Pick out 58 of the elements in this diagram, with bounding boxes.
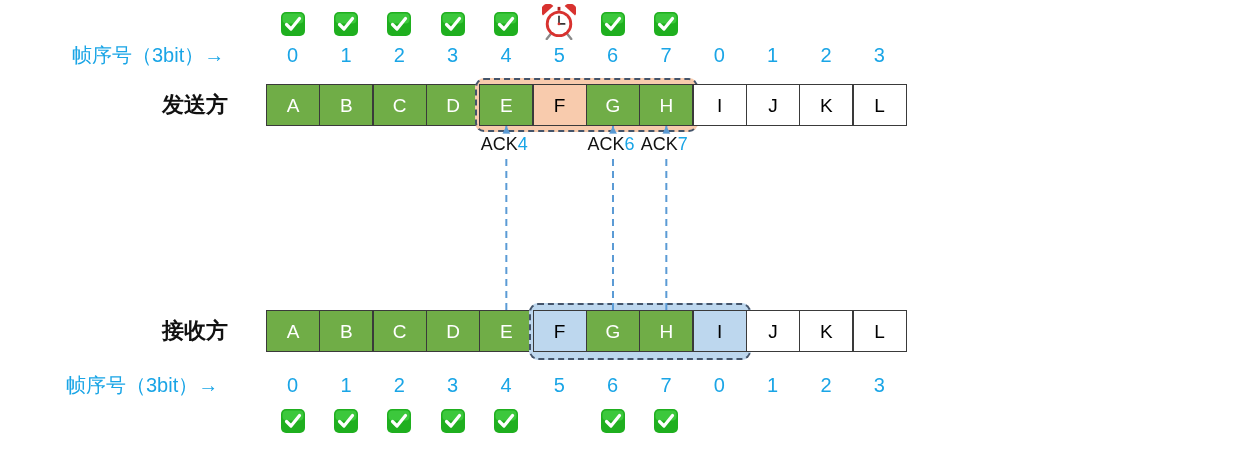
frame-cell: H [639,84,694,126]
frame-cell: C [372,84,427,126]
sequence-number: 3 [873,373,885,397]
frame-cell: I [692,310,747,352]
frame-cell: K [799,84,854,126]
dashed-arrow [501,125,512,311]
edge-label: ACK4 [479,133,529,155]
sequence-number: 2 [393,373,405,397]
frame-cell: A [266,84,320,126]
row-label: 发送方 [162,92,228,118]
frame-cell: G [585,84,640,126]
dashed-arrow [661,125,672,311]
sequence-number: 0 [287,43,299,67]
sequence-number: 3 [447,373,459,397]
sequence-number: 0 [287,373,299,397]
frame-cell: D [426,310,480,352]
sequence-number-label: 帧序号（3bit）→ [72,43,225,67]
sequence-number: 5 [553,43,565,67]
sequence-number: 1 [340,43,352,67]
sequence-number: 7 [660,373,672,397]
frame-cell: H [639,310,694,352]
sequence-number-label: 帧序号（3bit）→ [66,373,219,397]
sequence-number: 0 [713,43,725,67]
edge-label: ACK7 [639,133,689,155]
frame-cell: A [266,310,320,352]
frame-cell: L [852,310,907,352]
frame-cell: E [479,84,534,126]
sequence-number: 6 [607,43,619,67]
row-label: 接收方 [162,318,228,344]
frame-cell: F [532,84,587,126]
frame-cell: B [319,84,374,126]
sequence-number: 2 [820,43,832,67]
dashed-arrow [608,125,618,311]
frame-cell: J [745,84,800,126]
frame-cell: B [319,310,374,352]
sequence-number: 2 [820,373,832,397]
sequence-number: 1 [340,373,352,397]
sequence-number: 2 [393,43,405,67]
sliding-window [475,78,699,132]
frame-cell: L [852,84,907,126]
sequence-number: 4 [500,373,512,397]
frame-cell: J [745,310,800,352]
frame-cell: I [692,84,747,126]
sequence-number: 6 [607,373,619,397]
frame-cell: C [372,310,427,352]
sequence-number: 1 [767,43,779,67]
sequence-number: 3 [873,43,885,67]
edge-label: ACK6 [586,133,636,155]
frame-cell: K [799,310,854,352]
frame-cell: G [585,310,640,352]
sequence-number: 0 [713,373,725,397]
sequence-number: 4 [500,43,512,67]
sliding-window [528,303,751,360]
sequence-number: 3 [447,43,459,67]
sequence-number: 1 [767,373,779,397]
sequence-number: 5 [553,373,565,397]
frame-cell: F [532,310,587,352]
sequence-number: 7 [660,43,672,67]
